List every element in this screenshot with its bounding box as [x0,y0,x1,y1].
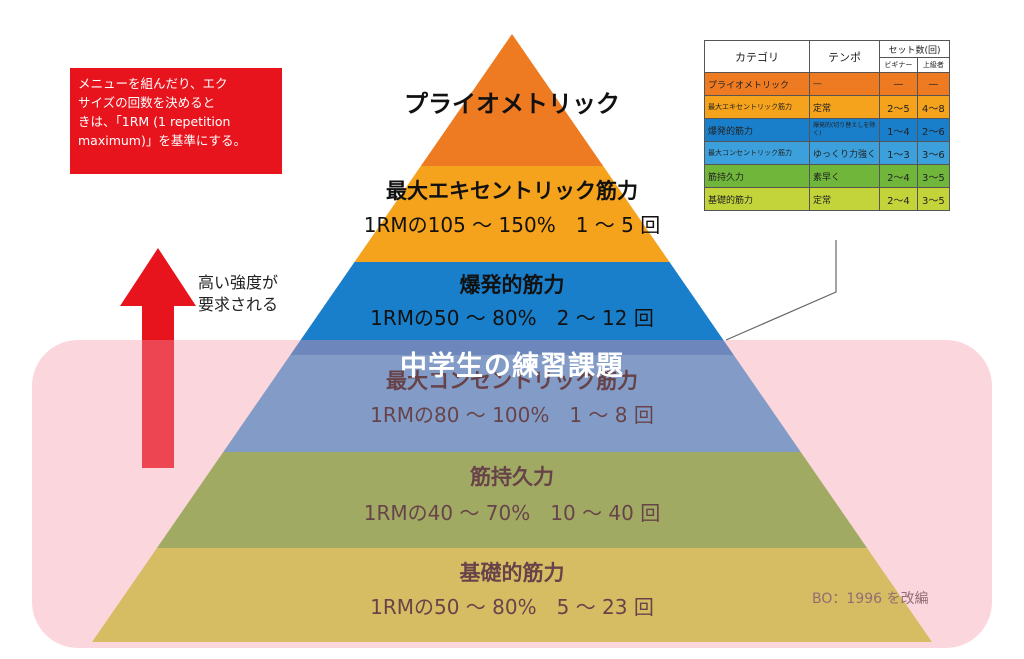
tier-2-detail: 1RMの105 ～ 150% 1 ～ 5 回 [364,213,660,237]
up-arrow-icon [120,248,196,468]
header-beginner: ビギナー [879,57,918,73]
pyramid-tier-4 [223,355,801,452]
pyramid-tier-2 [354,166,670,262]
tier-3-title: 爆発的筋力 [460,273,565,297]
junior-high-overlay [32,340,992,648]
leader-line [725,240,837,341]
tier-5-detail: 1RMの40 ～ 70% 10 ～ 40 回 [364,501,660,525]
legend-table: カテゴリ テンポ セット数(回) ビギナー 上級者 プライオメトリック———最大… [704,40,951,211]
legend-cell-beginner: 2～4 [879,187,918,211]
overlay-title: 中学生の練習課題 [400,351,624,382]
legend-cell-category: 最大コンセントリック筋力 [704,141,810,165]
pyramid-tier-5 [156,452,868,548]
note-line-2: サイズの回数を決めると [78,95,216,110]
legend-cell-beginner: — [879,72,918,96]
legend-cell-category: 最大エキセントリック筋力 [704,95,810,119]
legend-cell-advanced: 3～5 [916,164,951,188]
tier-1-title: プライオメトリック [404,90,620,118]
legend-cell-tempo: 素早く [808,164,881,188]
legend-cell-category: 基礎的筋力 [704,187,810,211]
note-line-1: メニューを組んだり、エク [78,76,228,91]
header-advanced: 上級者 [916,57,951,73]
legend-cell-beginner: 2～5 [879,95,918,119]
legend-cell-tempo: 爆発的(切り替えしを除く) [808,118,881,142]
legend-cell-beginner: 2～4 [879,164,918,188]
tier-4-title: 最大コンセントリック筋力 [386,369,638,393]
pyramid-tier-1 [420,34,604,166]
legend-cell-advanced: 3～6 [916,141,951,165]
pyramid-tier-6 [92,548,932,642]
note-line-3: きは、「1RM (1 repetition [78,114,231,129]
intensity-label-line-2: 要求される [198,295,279,314]
tier-2-title: 最大エキセントリック筋力 [386,179,638,203]
legend-cell-beginner: 1～3 [879,141,918,165]
legend-cell-advanced: — [916,72,951,96]
source-credit: BO：1996 を改編 [812,591,929,607]
legend-cell-tempo: — [808,72,881,96]
note-line-4: maximum)」を基準にする。 [78,133,246,148]
tier-5-title: 筋持久力 [469,465,554,489]
legend-cell-tempo: ゆっくり力強く [808,141,881,165]
header-tempo: テンポ [808,40,881,73]
legend-cell-advanced: 2～6 [916,118,951,142]
tier-4-detail: 1RMの80 ～ 100% 1 ～ 8 回 [370,403,654,427]
header-category: カテゴリ [704,40,810,73]
legend-cell-tempo: 定常 [808,187,881,211]
intensity-label-line-1: 高い強度が [198,273,279,292]
legend-cell-beginner: 1～4 [879,118,918,142]
tier-6-detail: 1RMの50 ～ 80% 5 ～ 23 回 [370,595,654,619]
tier-3-detail: 1RMの50 ～ 80% 2 ～ 12 回 [370,306,654,330]
legend-cell-advanced: 4～8 [916,95,951,119]
header-sets: セット数(回) [879,40,950,58]
menu-note-box: メニューを組んだり、エク サイズの回数を決めると きは、「1RM (1 repe… [70,68,282,174]
tier-6-title: 基礎的筋力 [460,561,565,585]
intensity-label: 高い強度が 要求される [198,272,278,316]
legend-cell-advanced: 3～5 [916,187,951,211]
legend-cell-category: プライオメトリック [704,72,810,96]
legend-row: プライオメトリック——— [704,72,951,96]
legend-cell-category: 筋持久力 [704,164,810,188]
legend-cell-category: 爆発的筋力 [704,118,810,142]
legend-cell-tempo: 定常 [808,95,881,119]
pyramid-tier-3 [290,262,734,355]
